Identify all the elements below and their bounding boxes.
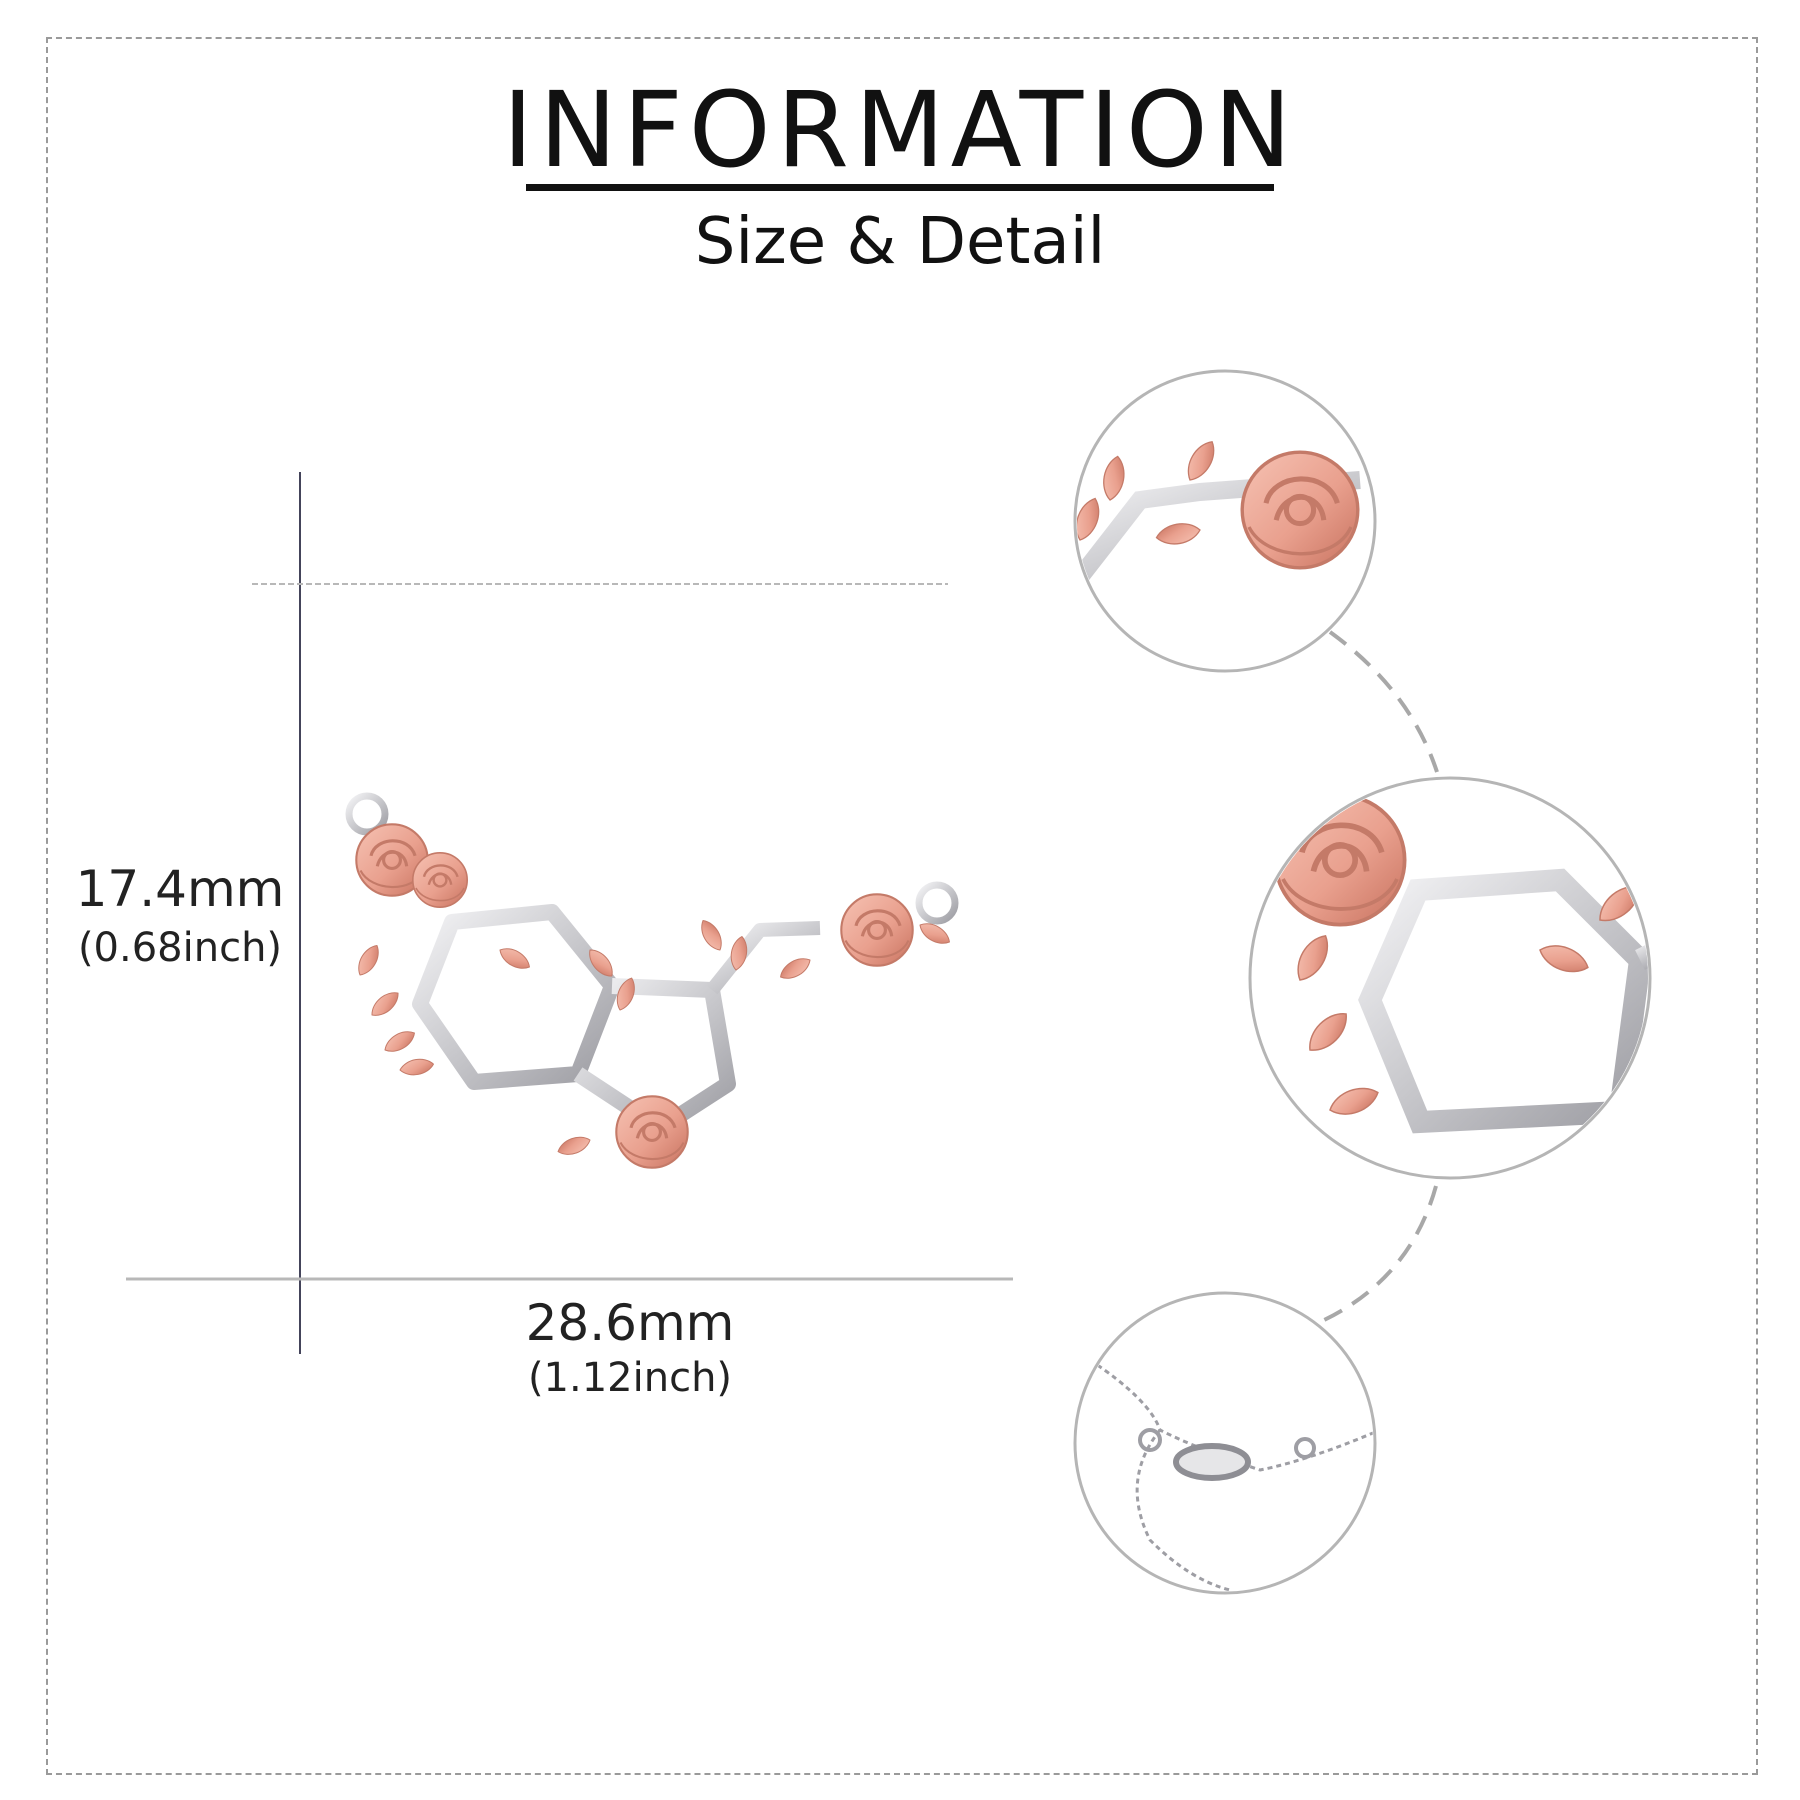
title-underline <box>526 184 1274 191</box>
page-subtitle: Size & Detail <box>694 205 1106 279</box>
pendant <box>345 792 959 1170</box>
width-mm-label: 28.6mm <box>525 1294 735 1352</box>
detail-circle-rose <box>1073 369 1377 673</box>
height-inch-label: (0.68inch) <box>77 925 283 971</box>
connector-arc-bottom <box>1319 1185 1438 1324</box>
detail-circle-clasp <box>1073 1291 1377 1595</box>
page-title: INFORMATION <box>502 69 1298 191</box>
detail-circle-hexagon <box>1248 776 1652 1180</box>
height-mm-label: 17.4mm <box>75 860 285 918</box>
width-inch-label: (1.12inch) <box>527 1355 733 1401</box>
connector-arc-top <box>1328 630 1439 773</box>
dashed-frame <box>46 37 1758 1775</box>
